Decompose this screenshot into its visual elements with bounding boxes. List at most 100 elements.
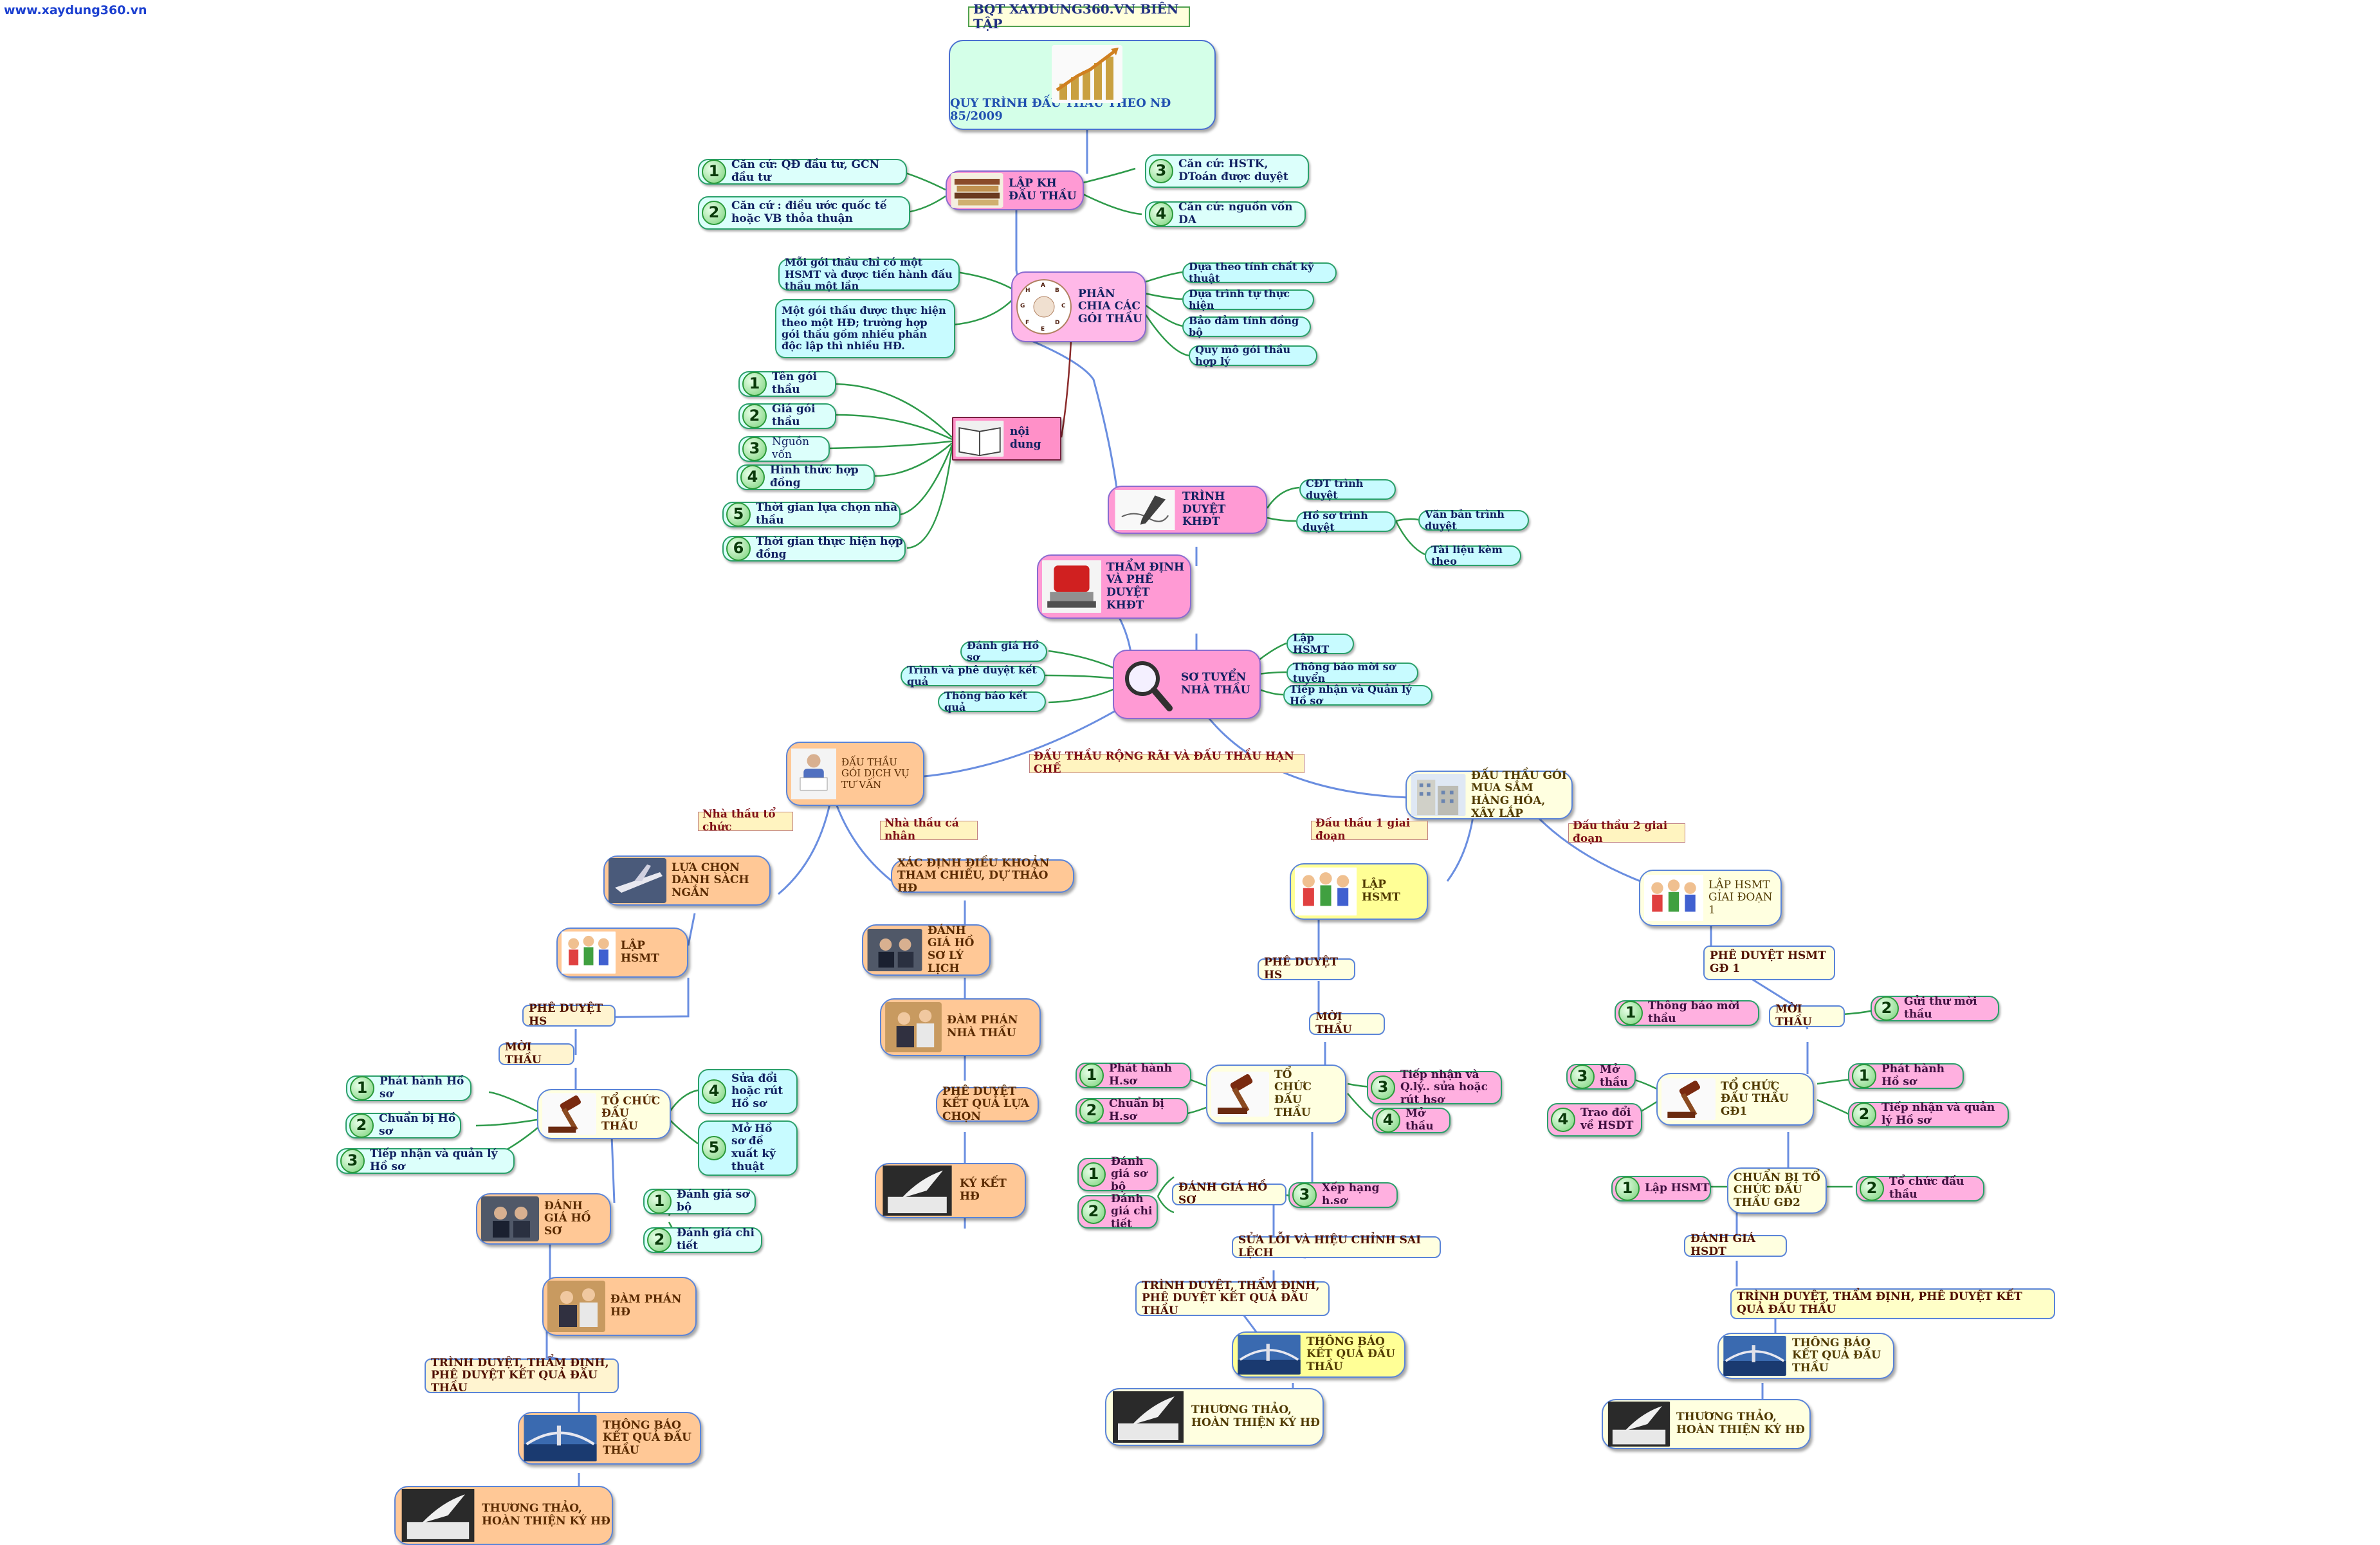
g2-phe-duyet: PHÊ DUYỆT HSMT GĐ 1	[1703, 946, 1835, 980]
so-tuyen-r3: Tiếp nhận và Quản lý Hồ sơ	[1283, 683, 1433, 707]
bridge-icon	[524, 1415, 597, 1461]
number-4-icon: 4	[740, 465, 765, 489]
dv-dam-phan-nt: ĐÀM PHÁN NHÀ THẦU	[880, 998, 1041, 1056]
trinh-duyet-a: CĐT trình duyệt	[1299, 477, 1396, 501]
trinh-duyet-node: TRÌNH DUYỆT KHĐT	[1108, 486, 1267, 534]
so-tuyen-r2: Thông báo mời sơ tuyển	[1286, 661, 1418, 684]
lap-kh-label: LẬP KH ĐẤU THẦU	[1009, 177, 1077, 203]
number-2-icon: 2	[702, 201, 726, 225]
watermark[interactable]: www.xaydung360.vn	[4, 3, 147, 18]
tham-dinh-label: THẨM ĐỊNH VÀ PHÊ DUYỆT KHĐT	[1106, 560, 1185, 612]
trinh-duyet-b: Hồ sơ trình duyệt	[1296, 509, 1396, 533]
bridge-icon	[1723, 1336, 1786, 1376]
number-4-icon: 4	[1376, 1108, 1400, 1133]
so-tuyen-node: SƠ TUYỂN NHÀ THẦU	[1113, 650, 1261, 719]
dv-thong-bao: THÔNG BÁO KẾT QUẢ ĐẤU THẦU	[518, 1412, 701, 1465]
number-5-icon: 5	[702, 1136, 726, 1160]
dv-tag-cn: Nhà thầu cá nhân	[880, 818, 978, 843]
trinh-duyet-label: TRÌNH DUYỆT KHĐT	[1182, 490, 1226, 529]
dv-moi-thau: MỜI THẦU	[499, 1041, 574, 1066]
svg-text:B: B	[1055, 288, 1059, 294]
g1-thuong-thao: THƯƠNG THẢO, HOÀN THIỆN KÝ HĐ	[1105, 1388, 1324, 1446]
hh-node: ĐẤU THẦU GÓI MUA SẮM HÀNG HÓA, XÂY LẮP	[1405, 769, 1573, 819]
stamp-icon	[1042, 560, 1101, 613]
so-tuyen-l3: Thông báo kết quả	[938, 690, 1046, 713]
lap-kh-node: LẬP KH ĐẤU THẦU	[946, 170, 1084, 210]
hh-tag-2gd: Đấu thầu 2 giai đoạn	[1568, 820, 1685, 845]
svg-text:H: H	[1025, 288, 1030, 294]
meeting-icon	[481, 1196, 539, 1241]
editor-label: BQT XAYDUNG360.VN BIÊN TẬP	[968, 2, 1190, 32]
g2-thuong-thao: THƯƠNG THẢO, HOÀN THIỆN KÝ HĐ	[1602, 1399, 1811, 1449]
bridge-icon	[1238, 1335, 1301, 1375]
number-1-icon: 1	[1618, 1001, 1643, 1025]
meeting-icon	[867, 929, 922, 971]
dv-dam-phan: ĐÀM PHÁN HĐ	[542, 1277, 697, 1336]
number-2-icon: 2	[349, 1113, 374, 1138]
quill-hand-icon	[1113, 1391, 1184, 1443]
kids-group-icon	[1644, 875, 1703, 921]
number-2-icon: 2	[1860, 1176, 1884, 1201]
g2-trinh: TRÌNH DUYỆT, THẨM ĐỊNH, PHÊ DUYỆT KẾT QU…	[1730, 1288, 2055, 1319]
gavel-icon	[542, 1093, 596, 1135]
number-1-icon: 1	[1081, 1162, 1106, 1187]
dv-tag-tc: Nhà thầu tổ chức	[698, 809, 793, 834]
root-node: QUY TRÌNH ĐẤU THẦU THEO NĐ 85/2009	[949, 40, 1216, 130]
magnifier-icon	[1125, 661, 1173, 711]
dv-ky-ket: KÝ KẾT HĐ	[875, 1163, 1026, 1218]
number-1-icon: 1	[742, 372, 767, 396]
noi-dung-node: nội dung	[952, 417, 1061, 461]
number-2-icon: 2	[1852, 1102, 1876, 1127]
g2-chuan-bi: CHUẨN BỊ TỔ CHỨC ĐẤU THẦU GĐ2	[1727, 1167, 1827, 1214]
phan-chia-l1: Mỗi gói thầu chỉ có một HSMT và được tiế…	[778, 257, 960, 292]
number-3-icon: 3	[1292, 1183, 1317, 1207]
dv-trinh: TRÌNH DUYỆT, THẨM ĐỊNH, PHÊ DUYỆT KẾT QU…	[425, 1357, 619, 1394]
number-4-icon: 4	[1551, 1108, 1575, 1132]
pen-signing-icon	[1115, 489, 1175, 530]
number-1-icon: 1	[350, 1076, 374, 1101]
trinh-duyet-b1: Văn bản trình duyệt	[1418, 508, 1529, 532]
number-4-icon: 4	[702, 1079, 726, 1104]
g2-lap-hsmt: LẬP HSMT GIAI ĐOẠN 1	[1639, 870, 1782, 926]
dv-thuong-thao: THƯƠNG THẢO, HOÀN THIỆN KÝ HĐ	[394, 1486, 613, 1545]
so-tuyen-l1: Đánh giá Hồ sơ	[960, 639, 1047, 663]
plane-icon	[609, 858, 666, 903]
svg-text:D: D	[1055, 320, 1059, 326]
phan-chia-r2: Dựa trình tự thực hiện	[1182, 288, 1314, 311]
dv-lua-chon: LỰA CHỌN DANH SÁCH NGẮN	[603, 855, 771, 906]
gavel-icon	[1211, 1072, 1269, 1117]
chart-growth-icon	[1052, 45, 1122, 103]
number-3-icon: 3	[1570, 1065, 1595, 1089]
number-3-icon: 3	[1149, 159, 1173, 183]
svg-text:F: F	[1025, 320, 1029, 326]
number-1-icon: 1	[647, 1189, 672, 1214]
svg-text:A: A	[1041, 282, 1045, 289]
number-1-icon: 1	[1079, 1063, 1104, 1088]
so-tuyen-l2: Trình và phê duyệt kết quả	[901, 664, 1045, 688]
building-icon	[1411, 774, 1466, 816]
svg-text:E: E	[1041, 326, 1045, 333]
number-6-icon: 6	[726, 536, 751, 561]
dv-phe-duyet-kq: PHÊ DUYỆT KẾT QUẢ LỰA CHỌN	[936, 1085, 1039, 1123]
dv-phe-duyet: PHÊ DUYỆT HS	[522, 1003, 616, 1028]
